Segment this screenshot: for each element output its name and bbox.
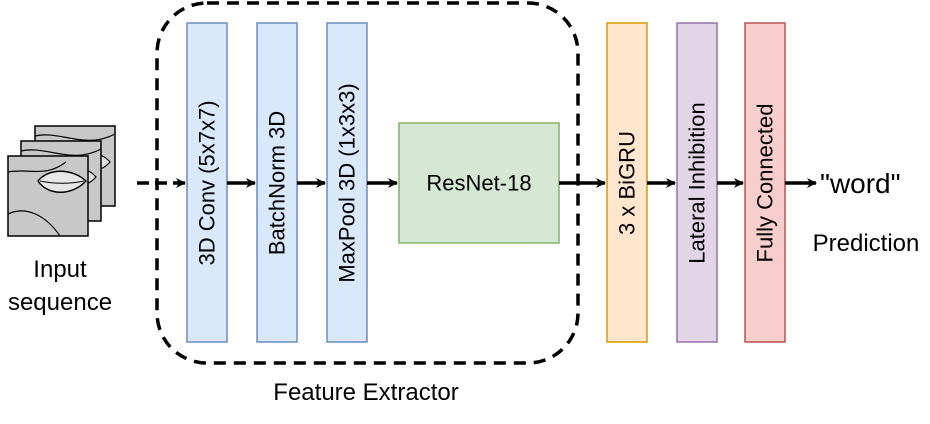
block-resnet: ResNet-18 (398, 122, 560, 244)
block-fully-connected: Fully Connected (744, 22, 786, 343)
block-maxpool-rect (326, 22, 368, 343)
block-bigru-label: 3 x BiGRU (615, 131, 640, 235)
block-resnet-label: ResNet-18 (426, 171, 531, 196)
input-label: Input (33, 256, 87, 283)
lip-frames-stack-icon (7, 125, 116, 237)
lip-frame (7, 155, 89, 237)
block-batchnorm: BatchNorm 3D (256, 22, 298, 343)
block-3d-conv-rect (186, 22, 228, 343)
prediction-label: Prediction (813, 230, 920, 257)
block-lateral-inhibition-rect (676, 22, 718, 343)
block-batchnorm-label: BatchNorm 3D (265, 111, 290, 255)
block-maxpool: MaxPool 3D (1x3x3) (326, 22, 368, 343)
block-lateral-inhibition: Lateral Inhibition (676, 22, 718, 343)
block-3d-conv: 3D Conv (5x7x7) (186, 22, 228, 343)
block-lateral-inhibition-label: Lateral Inhibition (685, 102, 710, 263)
block-fully-connected-rect (744, 22, 786, 343)
block-bigru: 3 x BiGRU (606, 22, 648, 343)
output-word: "word" (820, 168, 901, 199)
block-fully-connected-label: Fully Connected (753, 104, 778, 263)
block-maxpool-label: MaxPool 3D (1x3x3) (335, 83, 360, 282)
feature-extractor-label: Feature Extractor (273, 379, 458, 406)
block-3d-conv-label: 3D Conv (5x7x7) (195, 100, 220, 265)
input-sublabel: sequence (8, 289, 112, 316)
